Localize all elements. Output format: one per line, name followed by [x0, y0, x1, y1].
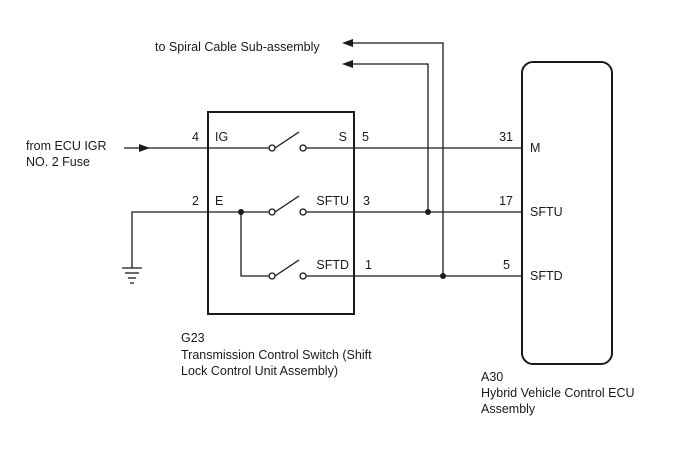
pin-label: E	[215, 194, 223, 208]
junction-dot-icon	[440, 273, 446, 279]
switch-name-line1: Transmission Control Switch (Shift	[181, 348, 372, 362]
ecu-name-line2: Assembly	[481, 402, 536, 416]
arrow-right-icon	[139, 144, 150, 152]
pin-label: SFTU	[316, 194, 349, 208]
spiral-cable-connection: to Spiral Cable Sub-assembly	[155, 39, 444, 276]
ecu-pins: 31 M 17 SFTU 5 SFTD	[499, 130, 563, 283]
ground-connection	[122, 211, 208, 284]
switch-icon	[268, 131, 307, 152]
pin-number: 5	[503, 258, 510, 272]
switch-left-pins: 4 IG 2 E	[192, 130, 228, 208]
switch-internals	[208, 131, 354, 280]
pin-number: 1	[365, 258, 372, 272]
pin-number: 17	[499, 194, 513, 208]
switch-right-pins: S 5 SFTU 3 SFTD 1	[316, 130, 372, 272]
pin-label: SFTD	[316, 258, 349, 272]
ground-icon	[122, 267, 142, 284]
ecu-name-line1: Hybrid Vehicle Control ECU	[481, 386, 635, 400]
pin-label: M	[530, 141, 540, 155]
wire-ground	[131, 211, 208, 268]
arrow-left-icon	[342, 39, 353, 47]
switch-name-line2: Lock Control Unit Assembly)	[181, 364, 338, 378]
ecu-igr-label-line1: from ECU IGR	[26, 139, 107, 153]
switch-code: G23	[181, 331, 205, 345]
ecu-igr-input: from ECU IGR NO. 2 Fuse	[26, 139, 208, 169]
pin-label: SFTU	[530, 205, 563, 219]
harness-wires	[354, 147, 522, 279]
ecu-code: A30	[481, 370, 503, 384]
transmission-switch-box	[207, 111, 355, 315]
ecu-box	[521, 61, 613, 365]
ecu-caption: A30 Hybrid Vehicle Control ECU Assembly	[481, 370, 635, 416]
spiral-cable-label: to Spiral Cable Sub-assembly	[155, 40, 320, 54]
junction-dot-icon	[425, 209, 431, 215]
pin-label: IG	[215, 130, 228, 144]
pin-number: 31	[499, 130, 513, 144]
arrow-left-icon	[342, 60, 353, 68]
pin-number: 3	[363, 194, 370, 208]
switch-caption: G23 Transmission Control Switch (Shift L…	[181, 331, 372, 378]
pin-number: 4	[192, 130, 199, 144]
pin-number: 5	[362, 130, 369, 144]
pin-label: S	[339, 130, 347, 144]
wire-spiral-cable-a	[352, 42, 444, 276]
ecu-igr-label-line2: NO. 2 Fuse	[26, 155, 90, 169]
pin-number: 2	[192, 194, 199, 208]
wire-spiral-cable-b	[352, 63, 429, 213]
pin-label: SFTD	[530, 269, 563, 283]
